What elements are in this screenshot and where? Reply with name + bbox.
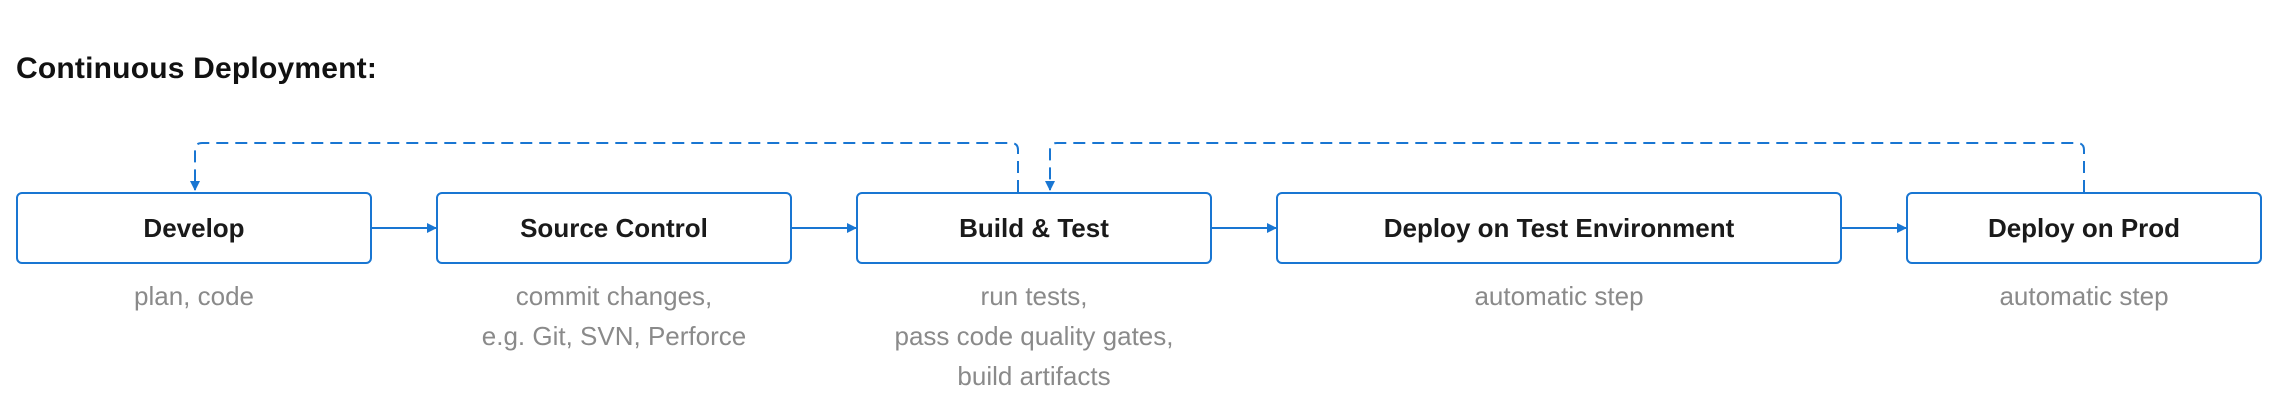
step-notes-build-test: run tests, pass code quality gates, buil… (856, 276, 1212, 396)
step-build-test: Build & Test (856, 192, 1212, 264)
step-notes-develop: plan, code (16, 276, 372, 316)
step-note: commit changes, (515, 281, 713, 311)
step-label: Deploy on Test Environment (1383, 212, 1735, 243)
step-note: automatic step (1474, 281, 1644, 311)
step-source-control: Source Control (436, 192, 792, 264)
step-notes-deploy-test-environment: automatic step (1276, 276, 1842, 316)
step-label: Develop (143, 212, 245, 243)
diagram-title: Continuous Deployment: (16, 52, 378, 85)
step-label: Deploy on Prod (1987, 212, 2181, 243)
step-note: run tests, (980, 281, 1088, 311)
step-deploy-test-environment: Deploy on Test Environment (1276, 192, 1842, 264)
step-note: plan, code (134, 281, 254, 311)
loop-build-test-to-develop (190, 142, 1019, 192)
step-notes-deploy-prod: automatic step (1906, 276, 2262, 316)
step-note: e.g. Git, SVN, Perforce (481, 321, 747, 351)
step-note: automatic step (1999, 281, 2169, 311)
step-note: pass code quality gates, (894, 321, 1174, 351)
step-label: Build & Test (959, 212, 1109, 243)
step-deploy-prod: Deploy on Prod (1906, 192, 2262, 264)
step-note: build artifacts (957, 361, 1111, 391)
step-develop: Develop (16, 192, 372, 264)
step-label: Source Control (520, 212, 708, 243)
step-notes-source-control: commit changes, e.g. Git, SVN, Perforce (436, 276, 792, 356)
loop-deploy-prod-to-build-test (1045, 142, 2085, 192)
